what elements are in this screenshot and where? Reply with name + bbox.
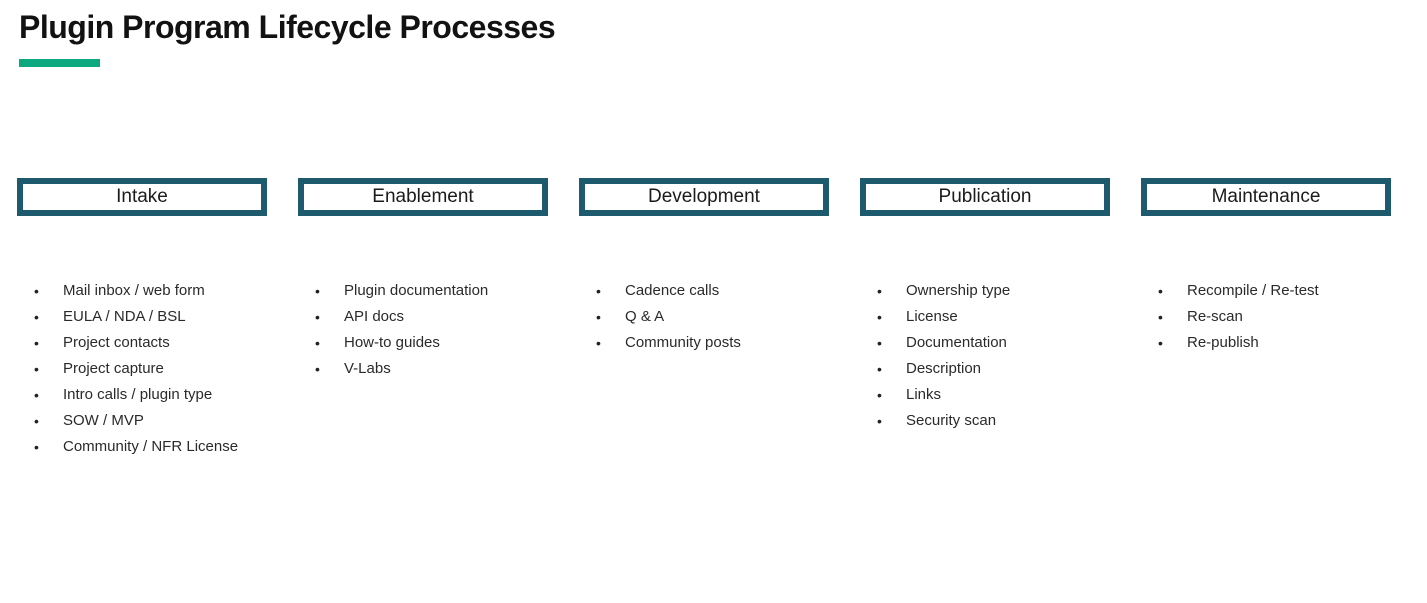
stage-item-text: How-to guides xyxy=(344,334,440,351)
stage-item-text: Re-publish xyxy=(1187,334,1259,351)
stage-item: • Re-scan xyxy=(1158,304,1391,330)
lifecycle-column: Maintenance • Recompile / Re-test • Re-s… xyxy=(1141,178,1391,460)
bullet-icon: • xyxy=(34,439,39,455)
stage-item: • Re-publish xyxy=(1158,330,1391,356)
stage-item-text: Project contacts xyxy=(63,334,170,351)
stage-item-text: Mail inbox / web form xyxy=(63,282,205,299)
stage-item: • Description xyxy=(877,356,1110,382)
bullet-icon: • xyxy=(1158,283,1163,299)
stage-item: • V-Labs xyxy=(315,356,548,382)
bullet-icon: • xyxy=(34,361,39,377)
bullet-icon: • xyxy=(877,309,882,325)
stage-item: • Intro calls / plugin type xyxy=(34,382,267,408)
stage-item-text: Security scan xyxy=(906,412,997,429)
bullet-icon: • xyxy=(1158,335,1163,351)
stage-header-box: Enablement xyxy=(298,178,548,216)
stage-item-text: Q & A xyxy=(625,308,665,325)
stage-item: • Community / NFR License xyxy=(34,434,267,460)
bullet-icon: • xyxy=(34,387,39,403)
bullet-icon: • xyxy=(877,283,882,299)
stage-header-label: Development xyxy=(648,186,760,207)
stage-item-text: Recompile / Re-test xyxy=(1187,282,1319,299)
stage-item: • EULA / NDA / BSL xyxy=(34,304,267,330)
stage-item-list: • Plugin documentation • API docs • How-… xyxy=(298,278,548,382)
bullet-icon: • xyxy=(34,335,39,351)
stage-item: • Security scan xyxy=(877,408,1110,434)
stage-item: • Plugin documentation xyxy=(315,278,548,304)
stage-item: • Cadence calls xyxy=(596,278,829,304)
stage-item: • Links xyxy=(877,382,1110,408)
stage-item: • How-to guides xyxy=(315,330,548,356)
stage-header-label: Intake xyxy=(116,186,168,207)
stage-header-box: Maintenance xyxy=(1141,178,1391,216)
stage-item: • Q & A xyxy=(596,304,829,330)
columns-row: Intake • Mail inbox / web form • EULA / … xyxy=(17,178,1391,460)
stage-item-text: Plugin documentation xyxy=(344,282,489,299)
bullet-icon: • xyxy=(34,283,39,299)
stage-item: • SOW / MVP xyxy=(34,408,267,434)
lifecycle-column: Intake • Mail inbox / web form • EULA / … xyxy=(17,178,267,460)
stage-header-box: Intake xyxy=(17,178,267,216)
bullet-icon: • xyxy=(877,361,882,377)
bullet-icon: • xyxy=(596,335,601,351)
bullet-icon: • xyxy=(315,361,320,377)
stage-header-label: Enablement xyxy=(372,186,474,207)
bullet-icon: • xyxy=(315,283,320,299)
stage-item-text: Documentation xyxy=(906,334,1007,351)
stage-item-text: API docs xyxy=(344,308,405,325)
stage-item: • API docs xyxy=(315,304,548,330)
stage-item-list: • Mail inbox / web form • EULA / NDA / B… xyxy=(17,278,267,460)
stage-item-text: EULA / NDA / BSL xyxy=(63,308,186,325)
stage-item-text: Community / NFR License xyxy=(63,438,239,455)
lifecycle-column: Development • Cadence calls • Q & A • Co… xyxy=(579,178,829,460)
bullet-icon: • xyxy=(877,387,882,403)
stage-item: • Documentation xyxy=(877,330,1110,356)
bullet-icon: • xyxy=(877,413,882,429)
stage-item-text: SOW / MVP xyxy=(63,412,144,429)
bullet-icon: • xyxy=(315,309,320,325)
stage-item-text: Cadence calls xyxy=(625,282,720,299)
stage-item-list: • Ownership type • License • Documentati… xyxy=(860,278,1110,434)
stage-item: • Recompile / Re-test xyxy=(1158,278,1391,304)
stage-item-text: Ownership type xyxy=(906,282,1011,299)
stage-item-text: Links xyxy=(906,386,942,403)
stage-item-text: Community posts xyxy=(625,334,741,351)
stage-item-list: • Cadence calls • Q & A • Community post… xyxy=(579,278,829,356)
stage-header-label: Maintenance xyxy=(1211,186,1321,207)
bullet-icon: • xyxy=(315,335,320,351)
title-accent-underline xyxy=(19,59,100,67)
bullet-icon: • xyxy=(877,335,882,351)
bullet-icon: • xyxy=(1158,309,1163,325)
stage-header-label: Publication xyxy=(938,186,1032,207)
stage-item-text: Project capture xyxy=(63,360,164,377)
bullet-icon: • xyxy=(596,283,601,299)
stage-item: • Project capture xyxy=(34,356,267,382)
page-title: Plugin Program Lifecycle Processes xyxy=(19,9,556,45)
stage-item-text: Description xyxy=(906,360,982,377)
stage-item: • Ownership type xyxy=(877,278,1110,304)
stage-item-text: V-Labs xyxy=(344,360,391,377)
stage-item-text: Re-scan xyxy=(1187,308,1243,325)
stage-item: • License xyxy=(877,304,1110,330)
lifecycle-column: Publication • Ownership type • License •… xyxy=(860,178,1110,460)
bullet-icon: • xyxy=(34,413,39,429)
stage-item-text: Intro calls / plugin type xyxy=(63,386,213,403)
bullet-icon: • xyxy=(596,309,601,325)
stage-item: • Project contacts xyxy=(34,330,267,356)
stage-header-box: Publication xyxy=(860,178,1110,216)
stage-item: • Mail inbox / web form xyxy=(34,278,267,304)
stage-item-text: License xyxy=(906,308,958,325)
stage-item-list: • Recompile / Re-test • Re-scan • Re-pub… xyxy=(1141,278,1391,356)
lifecycle-column: Enablement • Plugin documentation • API … xyxy=(298,178,548,460)
stage-item: • Community posts xyxy=(596,330,829,356)
bullet-icon: • xyxy=(34,309,39,325)
stage-header-box: Development xyxy=(579,178,829,216)
